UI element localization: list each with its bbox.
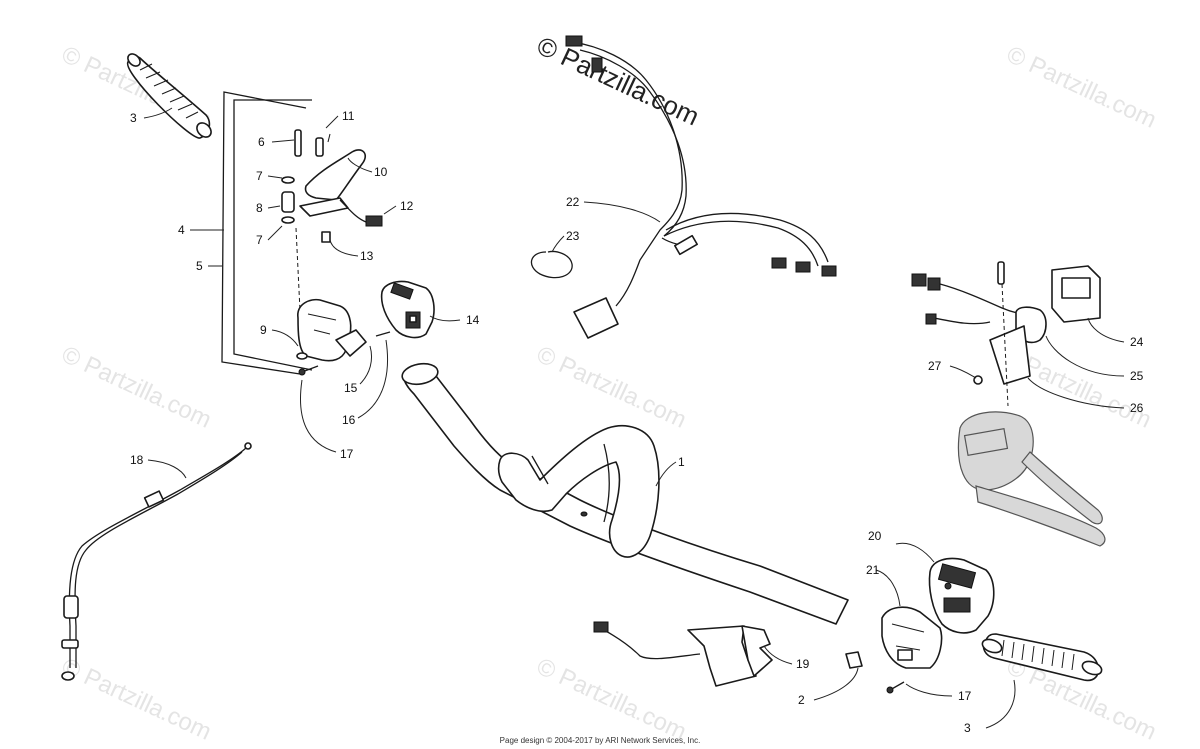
callout-12: 12 [400,199,414,213]
callout-7: 7 [256,233,263,247]
callout-20: 20 [868,529,882,543]
callout-1: 1 [678,455,685,469]
grip-heater [593,621,773,687]
left-screws [298,331,391,376]
right-master-cylinder [957,411,1106,547]
throttle-cable [61,442,252,681]
callout-9: 9 [260,323,267,337]
callout-23: 23 [566,229,580,243]
kit-bracket [221,91,313,375]
callout-17: 17 [958,689,972,703]
left-lever-assembly [281,129,383,353]
left-housing [296,298,367,362]
watermark-faint: © Partzilla.com [57,653,215,746]
right-screw [886,681,905,694]
bar-end-cap [845,651,863,669]
watermark-main: © Partzilla.com [532,30,703,131]
callout-10: 10 [374,165,388,179]
callout-6: 6 [258,135,265,149]
ring-clip [530,250,573,279]
callout-24: 24 [1130,335,1144,349]
callout-27: 27 [928,359,942,373]
callout-21: 21 [866,563,880,577]
left-grip [127,53,212,139]
callout-22: 22 [566,195,580,209]
callout-8: 8 [256,201,263,215]
watermark-faint: © Partzilla.com [1002,41,1160,134]
callout-19: 19 [796,657,810,671]
callout-13: 13 [360,249,374,263]
callout-7: 7 [256,169,263,183]
callout-14: 14 [466,313,480,327]
handlebar [401,362,849,625]
callout-25: 25 [1130,369,1144,383]
callout-11: 11 [342,109,355,123]
callout-2: 2 [798,693,805,707]
left-switch [380,280,435,339]
watermark-faint: © Partzilla.com [532,341,690,434]
callout-labels: 3 6 7 8 7 4 5 9 11 10 12 13 14 15 16 17 … [130,109,1144,735]
right-grip [981,633,1103,682]
callout-26: 26 [1130,401,1144,415]
callout-4: 4 [178,223,185,237]
callout-3: 3 [964,721,971,735]
right-housing [881,557,995,669]
page-footer: Page design © 2004-2017 by ARI Network S… [499,736,701,745]
leader-lines [143,107,1125,729]
callout-15: 15 [344,381,358,395]
callout-18: 18 [130,453,144,467]
right-bracket-assembly [911,261,1101,407]
watermark-faint: © Partzilla.com [57,341,215,434]
callout-16: 16 [342,413,356,427]
callout-5: 5 [196,259,203,273]
watermark-faint: © Partzilla.com [532,653,690,746]
callout-3: 3 [130,111,137,125]
callout-17: 17 [340,447,354,461]
wiring-harness [565,35,837,339]
